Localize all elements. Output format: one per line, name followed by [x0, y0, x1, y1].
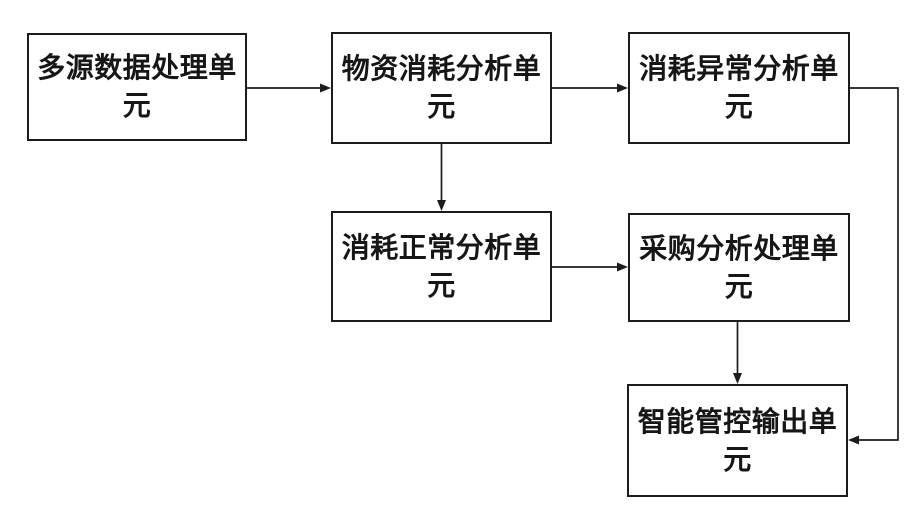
arrowhead-material-to-abnormal: [617, 83, 628, 93]
node-material-consumption-analysis-unit: 物资消耗分析单元: [331, 32, 552, 144]
node-label-intelligent-control-output-unit: 智能管控输出单元: [637, 405, 838, 475]
node-label-material-consumption-analysis-unit: 物资消耗分析单元: [341, 53, 542, 122]
arrowhead-material-to-normal: [437, 200, 446, 211]
node-consumption-normal-analysis-unit: 消耗正常分析单元: [331, 211, 552, 322]
node-label-consumption-abnormal-analysis-unit: 消耗异常分析单元: [639, 53, 839, 122]
node-label-multi-source-data-processing-unit: 多源数据处理单元: [37, 52, 237, 121]
node-procurement-analysis-processing-unit: 采购分析处理单元: [628, 213, 850, 322]
arrowhead-abnormal-to-output: [848, 435, 859, 445]
arrow-abnormal-to-output: [850, 87, 899, 441]
node-intelligent-control-output-unit: 智能管控输出单元: [627, 384, 848, 497]
arrowhead-multisource-to-material: [320, 83, 331, 93]
arrowhead-normal-to-procurement: [617, 262, 628, 272]
arrowhead-procurement-to-output: [733, 373, 742, 384]
node-label-procurement-analysis-processing-unit: 采购分析处理单元: [639, 232, 839, 302]
node-multi-source-data-processing-unit: 多源数据处理单元: [27, 33, 247, 141]
node-consumption-abnormal-analysis-unit: 消耗异常分析单元: [628, 32, 850, 144]
node-label-consumption-normal-analysis-unit: 消耗正常分析单元: [341, 231, 542, 301]
